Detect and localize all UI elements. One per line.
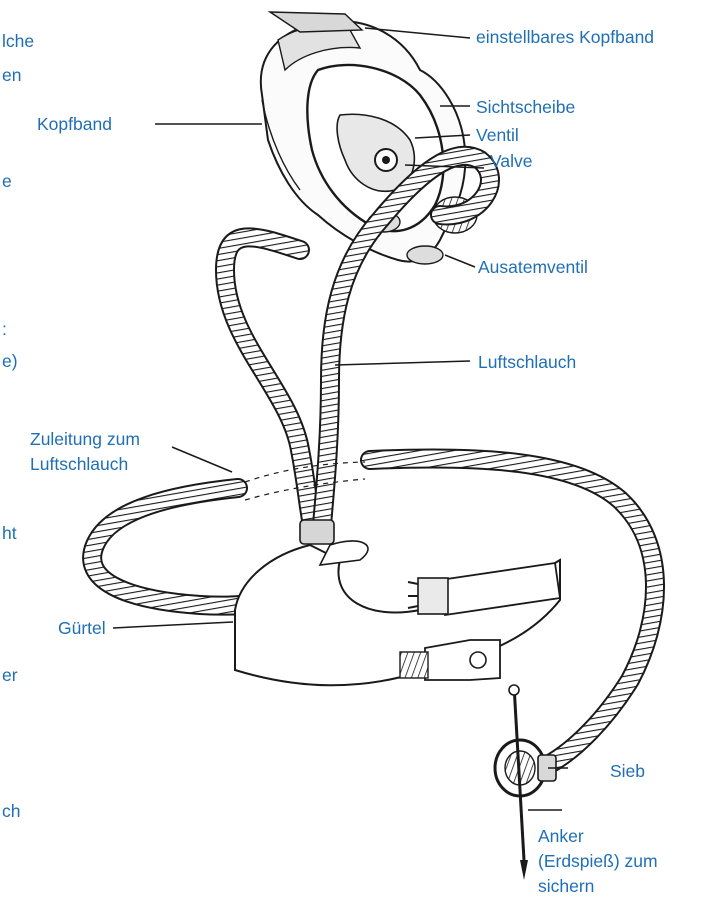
left-fragment: : — [2, 318, 7, 340]
label-zuleitung-line1: Zuleitung zum — [30, 428, 140, 450]
label-luftschlauch: Luftschlauch — [478, 351, 576, 373]
left-fragment: e) — [2, 350, 18, 372]
left-fragment: ht — [2, 522, 17, 544]
label-anker-line1: Anker — [538, 825, 584, 847]
left-fragment: er — [2, 664, 18, 686]
label-anker-line2: (Erdspieß) zum — [538, 850, 658, 872]
label-ausatemventil: Ausatemventil — [478, 256, 588, 278]
left-fragment: ch — [2, 800, 20, 822]
belt — [235, 541, 560, 685]
label-ventil: Ventil — [476, 124, 519, 146]
label-einstellbares-kopfband: einstellbares Kopfband — [476, 26, 654, 48]
label-sieb: Sieb — [610, 760, 645, 782]
label-valve: Valve — [490, 150, 532, 172]
label-kopfband: Kopfband — [37, 113, 112, 135]
left-fragment: en — [2, 64, 21, 86]
left-fragment: lche — [2, 30, 34, 52]
left-fragment: e — [2, 170, 12, 192]
label-anker-line3: sichern — [538, 875, 594, 897]
label-guertel: Gürtel — [58, 617, 106, 639]
label-zuleitung-line2: Luftschlauch — [30, 453, 128, 475]
label-sichtscheibe: Sichtscheibe — [476, 96, 575, 118]
